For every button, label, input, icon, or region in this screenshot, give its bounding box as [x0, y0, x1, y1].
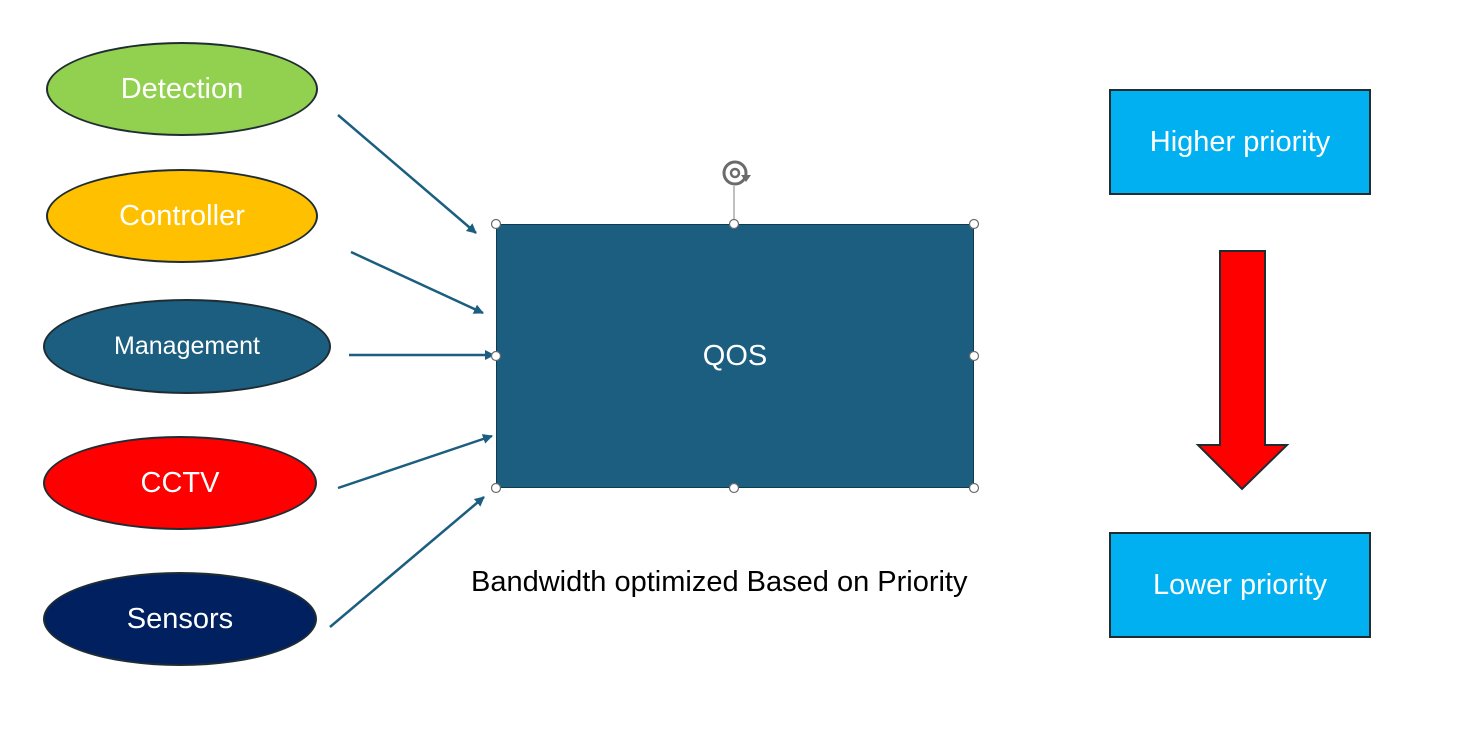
rotate-icon[interactable]	[722, 160, 751, 186]
cctv-label: CCTV	[140, 466, 220, 499]
management-label: Management	[114, 332, 260, 360]
lower-priority-label: Lower priority	[1152, 568, 1328, 601]
higher-priority-box[interactable]: Higher priority	[1109, 89, 1371, 195]
connector-sensors	[329, 496, 485, 628]
detection-node[interactable]: Detection	[46, 42, 318, 136]
caption-text: Bandwidth optimized Based on Priority	[471, 566, 968, 598]
higher-priority-label: Higher priority	[1149, 125, 1331, 158]
connector-controller	[350, 250, 484, 315]
connector-cctv	[337, 434, 493, 490]
controller-node[interactable]: Controller	[46, 169, 318, 263]
management-node[interactable]: Management	[43, 299, 331, 394]
controller-label: Controller	[119, 199, 245, 232]
qos-label: QOS	[702, 339, 768, 372]
detection-label: Detection	[120, 72, 244, 105]
cctv-node[interactable]: CCTV	[43, 436, 317, 530]
sensors-node[interactable]: Sensors	[43, 572, 317, 666]
lower-priority-box[interactable]: Lower priority	[1109, 532, 1371, 638]
qos-box[interactable]: QOS	[496, 224, 974, 488]
priority-down-arrow	[1195, 250, 1290, 491]
connector-detection	[337, 114, 477, 234]
sensors-label: Sensors	[126, 602, 234, 635]
